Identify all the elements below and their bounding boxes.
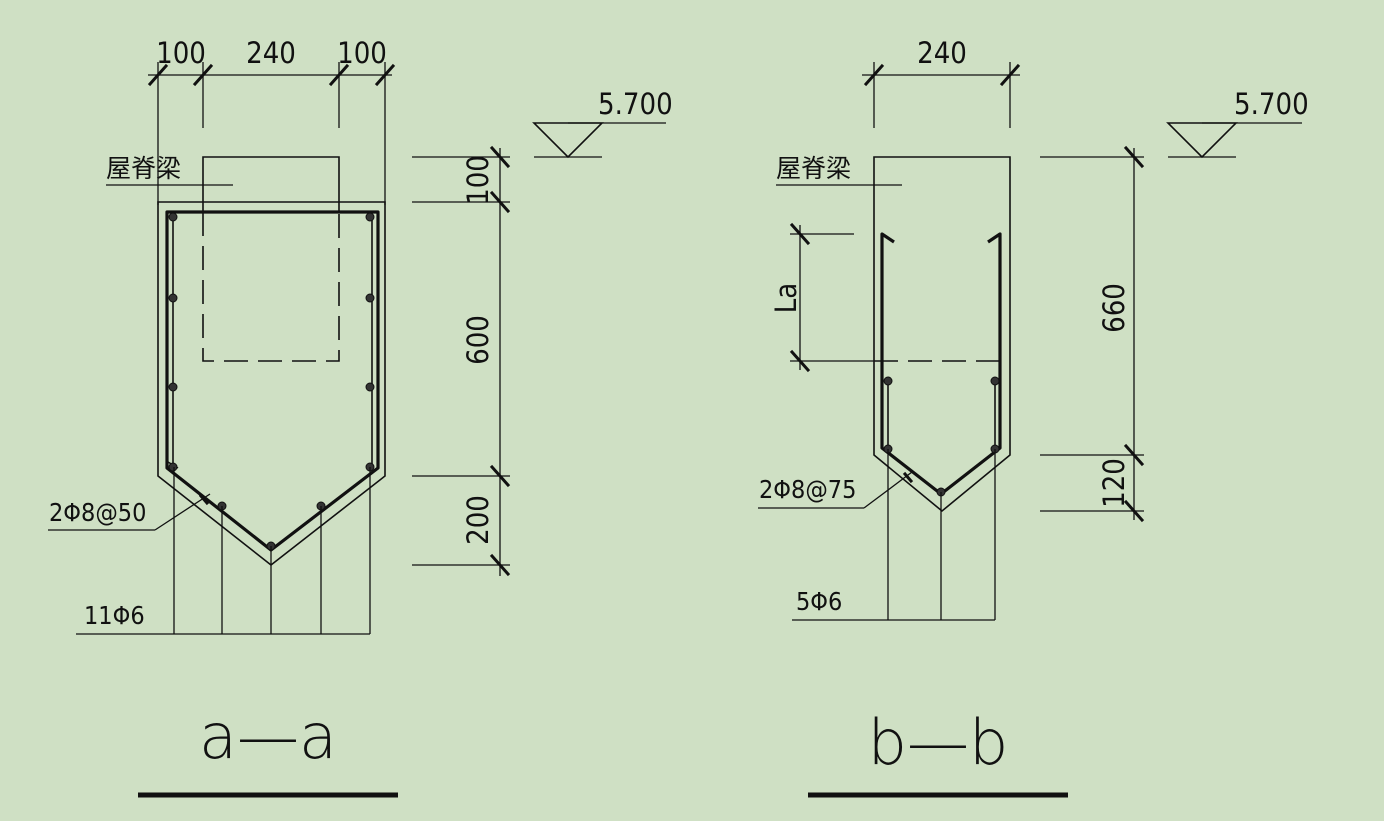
beam-label-b: 屋脊梁	[776, 154, 851, 183]
stirrup-label-a: 2Φ8@50	[49, 498, 146, 527]
section-b-left-dimension: La	[769, 222, 874, 373]
section-a: 100 240 100 屋脊梁	[48, 36, 673, 798]
section-b-title: b—b	[808, 706, 1068, 798]
section-a-elevation-mark: 5.700	[532, 87, 673, 159]
section-a-concrete-outline	[157, 201, 386, 567]
rebar-label-b: 5Φ6	[796, 587, 842, 616]
section-b-title-text: b—b	[868, 706, 1009, 779]
section-b-elevation-mark: 5.700	[1166, 87, 1309, 159]
elevation-label-b: 5.700	[1234, 87, 1309, 121]
section-a-stirrup-leader: 2Φ8@50	[48, 493, 211, 531]
dim-a-top-left: 100	[156, 36, 206, 70]
section-a-title: a—a	[138, 700, 398, 798]
section-a-stirrup	[165, 210, 380, 552]
dim-a-right-top: 100	[461, 155, 495, 205]
dim-b-right-top: 660	[1097, 283, 1131, 333]
section-a-rebars	[168, 212, 375, 551]
section-b-rebar-leader: 5Φ6	[792, 449, 996, 621]
dim-b-top: 240	[917, 36, 967, 70]
section-b: 240 屋脊梁 5Φ6	[758, 36, 1309, 798]
section-b-top-dimension: 240	[862, 36, 1021, 128]
dim-b-right-bottom: 120	[1097, 458, 1131, 508]
dim-b-left: La	[769, 283, 803, 314]
elevation-label-a: 5.700	[598, 87, 673, 121]
dim-a-right-middle: 600	[461, 315, 495, 365]
section-b-right-dimension: 660 120	[1040, 145, 1145, 523]
section-a-rebar-leader: 11Φ6	[76, 467, 371, 635]
beam-label-a: 屋脊梁	[106, 154, 181, 183]
section-a-title-text: a—a	[199, 700, 337, 773]
dim-a-right-bottom: 200	[461, 495, 495, 545]
dim-a-top-middle: 240	[246, 36, 296, 70]
section-b-stirrup	[880, 232, 1002, 496]
section-b-rebars	[883, 376, 1000, 497]
section-a-ridge-beam: 屋脊梁	[106, 154, 340, 362]
stirrup-label-b: 2Φ8@75	[759, 475, 856, 504]
section-a-right-dimension: 100 600 200	[412, 145, 511, 577]
dim-a-top-right: 100	[337, 36, 387, 70]
section-a-top-dimension: 100 240 100	[147, 36, 396, 205]
section-b-outline: 屋脊梁	[776, 154, 1011, 513]
section-b-stirrup-leader: 2Φ8@75	[758, 471, 914, 509]
rebar-label-a: 11Φ6	[84, 601, 145, 630]
